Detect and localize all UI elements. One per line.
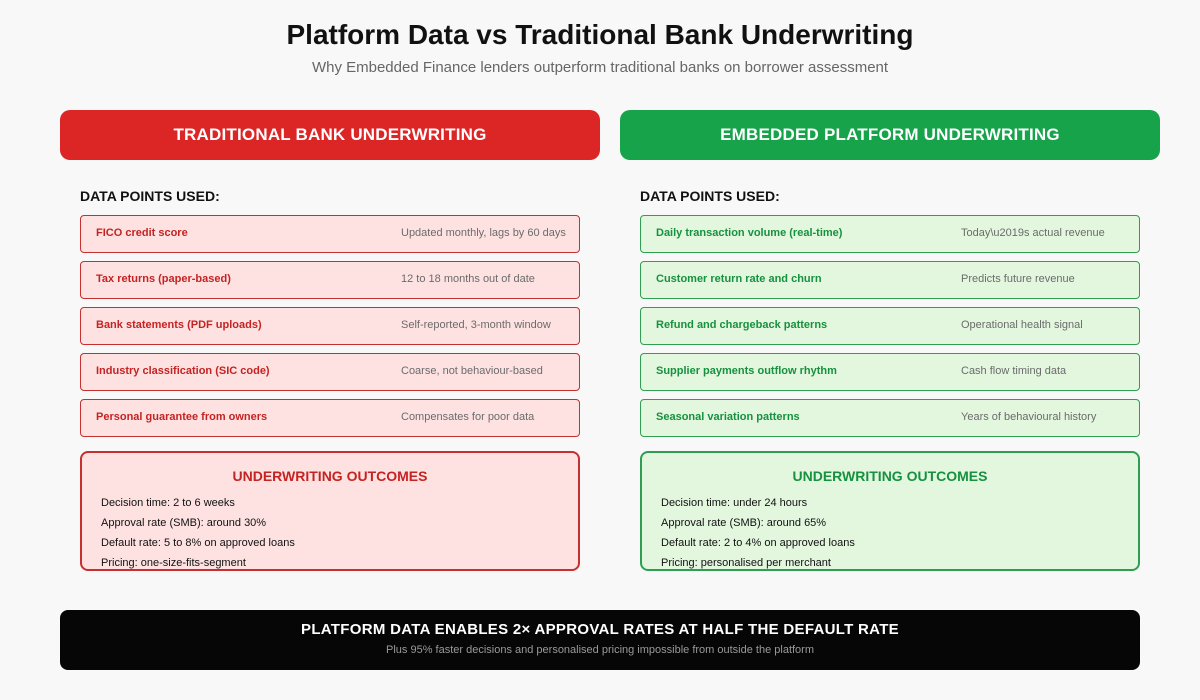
outcomes-list: Decision time: under 24 hours Approval r… <box>661 495 855 575</box>
data-point-note: Operational health signal <box>961 319 1083 331</box>
data-point-row: Bank statements (PDF uploads) Self-repor… <box>80 307 580 345</box>
data-point-label: Customer return rate and churn <box>656 273 822 285</box>
data-point-note: Coarse, not behaviour-based <box>401 365 543 377</box>
data-point-note: Self-reported, 3-month window <box>401 319 551 331</box>
page-title: Platform Data vs Traditional Bank Underw… <box>286 19 914 50</box>
data-points-label: DATA POINTS USED: <box>80 188 220 204</box>
outcome-item: Approval rate (SMB): around 30% <box>101 517 267 529</box>
outcome-item: Default rate: 5 to 8% on approved loans <box>101 537 295 549</box>
data-point-label: Supplier payments outflow rhythm <box>656 365 837 377</box>
data-point-row: Customer return rate and churn Predicts … <box>640 261 1140 299</box>
data-point-note: Predicts future revenue <box>961 273 1075 285</box>
outcomes-list: Decision time: 2 to 6 weeks Approval rat… <box>101 495 295 575</box>
data-point-row: Refund and chargeback patterns Operation… <box>640 307 1140 345</box>
data-point-row: Tax returns (paper-based) 12 to 18 month… <box>80 261 580 299</box>
outcome-item: Pricing: one-size-fits-segment <box>101 557 246 569</box>
outcomes-title: UNDERWRITING OUTCOMES <box>232 468 428 484</box>
summary-banner: PLATFORM DATA ENABLES 2× APPROVAL RATES … <box>60 610 1140 670</box>
data-point-row: Seasonal variation patterns Years of beh… <box>640 399 1140 437</box>
data-point-label: Daily transaction volume (real-time) <box>656 227 843 239</box>
outcome-item: Decision time: under 24 hours <box>661 497 808 509</box>
outcomes-box: UNDERWRITING OUTCOMES Decision time: und… <box>640 451 1140 571</box>
traditional-bank-header: TRADITIONAL BANK UNDERWRITING <box>60 110 600 160</box>
data-point-note: Years of behavioural history <box>961 411 1097 423</box>
data-points-list: FICO credit score Updated monthly, lags … <box>80 215 580 437</box>
outcomes-box: UNDERWRITING OUTCOMES Decision time: 2 t… <box>80 451 580 571</box>
data-points-label: DATA POINTS USED: <box>640 188 780 204</box>
data-point-label: Personal guarantee from owners <box>96 411 268 423</box>
outcome-item: Pricing: personalised per merchant <box>661 557 831 569</box>
data-point-row: Personal guarantee from owners Compensat… <box>80 399 580 437</box>
data-point-note: Updated monthly, lags by 60 days <box>401 227 566 239</box>
data-point-row: FICO credit score Updated monthly, lags … <box>80 215 580 253</box>
data-point-note: Today\u2019s actual revenue <box>961 227 1105 239</box>
data-point-note: Compensates for poor data <box>401 411 535 423</box>
data-point-note: 12 to 18 months out of date <box>401 273 535 285</box>
data-point-label: Bank statements (PDF uploads) <box>96 319 262 331</box>
traditional-bank-column: TRADITIONAL BANK UNDERWRITING DATA POINT… <box>60 110 600 571</box>
banner-title: PLATFORM DATA ENABLES 2× APPROVAL RATES … <box>301 621 899 638</box>
data-point-label: Seasonal variation patterns <box>656 411 800 423</box>
data-point-label: FICO credit score <box>96 227 188 239</box>
data-point-label: Industry classification (SIC code) <box>96 365 270 377</box>
embedded-platform-column: EMBEDDED PLATFORM UNDERWRITING DATA POIN… <box>620 110 1160 571</box>
data-points-list: Daily transaction volume (real-time) Tod… <box>640 215 1140 437</box>
data-point-row: Daily transaction volume (real-time) Tod… <box>640 215 1140 253</box>
embedded-platform-header: EMBEDDED PLATFORM UNDERWRITING <box>620 110 1160 160</box>
data-point-row: Supplier payments outflow rhythm Cash fl… <box>640 353 1140 391</box>
outcome-item: Approval rate (SMB): around 65% <box>661 517 827 529</box>
data-point-row: Industry classification (SIC code) Coars… <box>80 353 580 391</box>
outcomes-title: UNDERWRITING OUTCOMES <box>792 468 988 484</box>
banner-subtitle: Plus 95% faster decisions and personalis… <box>386 644 814 656</box>
data-point-label: Refund and chargeback patterns <box>656 319 828 331</box>
data-point-note: Cash flow timing data <box>961 365 1067 377</box>
outcome-item: Decision time: 2 to 6 weeks <box>101 497 235 509</box>
page-subtitle: Why Embedded Finance lenders outperform … <box>311 59 889 76</box>
outcome-item: Default rate: 2 to 4% on approved loans <box>661 537 855 549</box>
data-point-label: Tax returns (paper-based) <box>96 273 231 285</box>
